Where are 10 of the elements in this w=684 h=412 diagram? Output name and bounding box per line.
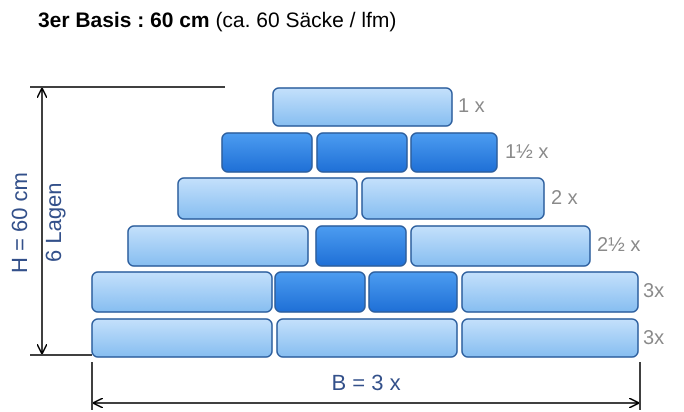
width-label: B = 3 x: [332, 372, 401, 394]
layer-count-label: 2½ x: [597, 235, 640, 255]
layer-count-label: 1 x: [458, 96, 485, 116]
height-label: H = 60 cm: [9, 172, 31, 272]
layer-count-label: 2 x: [551, 188, 578, 208]
layer-count-label: 3x: [643, 281, 664, 301]
layer-count-label: 3x: [643, 328, 664, 348]
layer-total-label: 6 Lagen: [43, 182, 65, 262]
title: 3er Basis : 60 cm (ca. 60 Säcke / lfm): [38, 10, 396, 31]
layer-count-label: 1½ x: [505, 142, 548, 162]
